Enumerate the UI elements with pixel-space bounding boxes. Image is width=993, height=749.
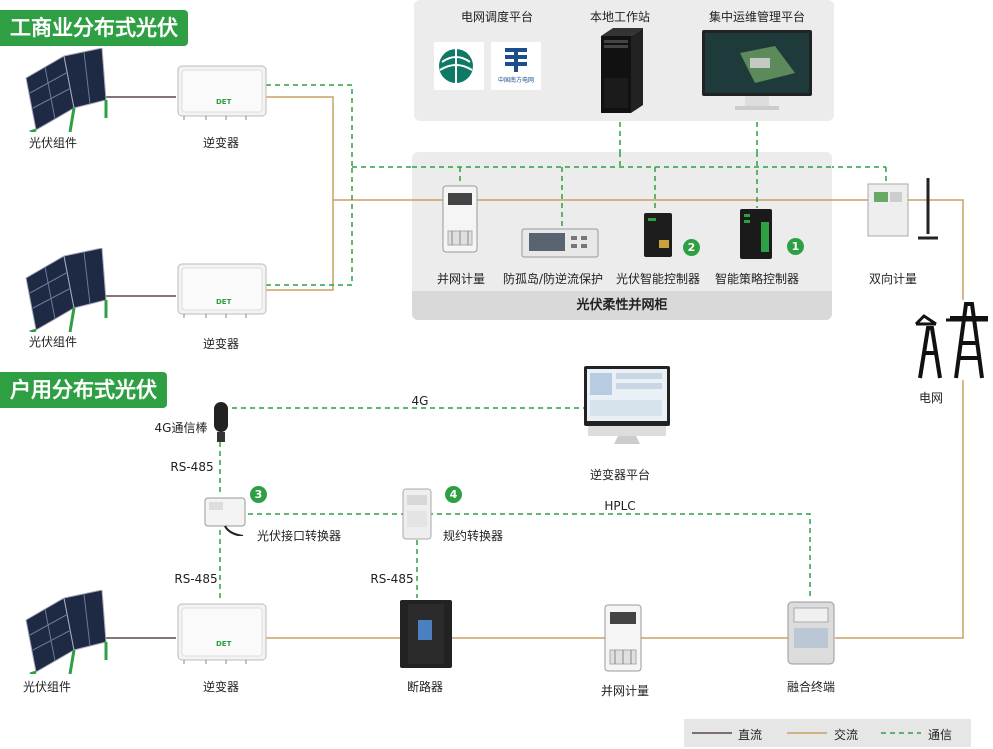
legend-ac: 交流: [834, 728, 859, 742]
inverter-brand: DET: [216, 98, 232, 106]
inverter-icon: DET: [176, 260, 268, 320]
dc-lines: [106, 96, 176, 639]
grid-label: 电网: [918, 391, 944, 405]
grid-meter-icon: [442, 185, 478, 253]
link-4g-label: 4G: [411, 394, 429, 408]
fusion-terminal-icon: [786, 600, 836, 666]
anti-island-label: 防孤岛/防逆流保护: [502, 272, 604, 286]
residential-inverter-label: 逆变器: [202, 680, 240, 694]
inverter-icon: DET: [176, 600, 268, 666]
anti-island-protector-icon: [521, 228, 599, 258]
legend: 直流 交流 通信: [684, 719, 971, 747]
rs485-a-label: RS-485: [170, 460, 214, 474]
ac-line-inv1: [266, 96, 334, 200]
residential-pv-label: 光伏组件: [22, 680, 72, 694]
breaker-label: 断路器: [406, 680, 444, 694]
pv-panel-icon: [18, 247, 108, 334]
inverter-icon: DET: [176, 62, 268, 122]
residential-section-title: 户用分布式光伏: [0, 372, 167, 408]
workstation-tower: [593, 28, 643, 113]
pv-converter-label: 光伏接口转换器: [257, 529, 342, 543]
antenna-label: 4G通信棒: [154, 421, 208, 435]
badge-1: 1: [787, 238, 804, 255]
inverter-platform-label: 逆变器平台: [589, 468, 651, 482]
ac-line-inv2: [266, 200, 334, 291]
pv-controller-icon: [643, 212, 673, 258]
cabinet-title: 光伏柔性并网柜: [412, 291, 832, 320]
comm-inv2: [266, 167, 353, 286]
strategy-controller-icon: [739, 208, 773, 260]
grid-dispatch-label: 电网调度平台: [460, 10, 534, 24]
rs485-b-label: RS-485: [174, 572, 218, 586]
inverter2-label: 逆变器: [202, 337, 240, 351]
inverter-brand: DET: [216, 298, 232, 306]
pv-panel-icon: [18, 589, 108, 676]
badge-4: 4: [445, 486, 462, 503]
pv-controller-label: 光伏智能控制器: [615, 272, 701, 286]
4g-antenna-icon: [210, 402, 232, 442]
cabinet-grid-meter-label: 并网计量: [436, 272, 486, 286]
badge-3: 3: [250, 486, 267, 503]
ops-monitor: [700, 28, 814, 113]
inverter1-label: 逆变器: [202, 136, 240, 150]
rs485-c-label: RS-485: [370, 572, 414, 586]
badge-2: 2: [683, 239, 700, 256]
ac-line-to-grid: [903, 199, 964, 300]
comm-inv1: [266, 84, 353, 167]
bidirectional-meter-label: 双向计量: [868, 272, 918, 286]
circuit-breaker-icon: [398, 598, 454, 670]
pv-panel-icon: [18, 47, 108, 134]
pv2-label: 光伏组件: [28, 335, 78, 349]
legend-dc: 直流: [738, 728, 763, 742]
ac-line-grid-to-residential: [835, 380, 964, 639]
state-grid-logo: [434, 42, 484, 90]
commercial-section-title: 工商业分布式光伏: [0, 10, 188, 46]
fusion-terminal-label: 融合终端: [786, 680, 836, 694]
southern-grid-logo-text: 中国南方电网: [497, 77, 534, 84]
pv-interface-converter-icon: [203, 496, 247, 537]
residential-grid-meter-label: 并网计量: [600, 684, 650, 698]
transmission-tower-icon: [910, 298, 993, 380]
legend-comm: 通信: [928, 728, 953, 742]
inverter-brand: DET: [216, 640, 232, 648]
bidirectional-meter-icon: [866, 176, 942, 244]
inverter-platform-monitor: [582, 364, 672, 446]
local-workstation-label: 本地工作站: [589, 10, 651, 24]
protocol-converter-icon: [401, 487, 433, 541]
comm-hplc: [248, 513, 811, 600]
protocol-converter-label: 规约转换器: [443, 529, 504, 543]
southern-grid-logo: 中国南方电网: [491, 42, 541, 90]
strategy-controller-label: 智能策略控制器: [714, 272, 800, 286]
pv1-label: 光伏组件: [28, 136, 78, 150]
residential-grid-meter-icon: [604, 604, 642, 672]
hplc-label: HPLC: [604, 499, 636, 513]
ops-platform-label: 集中运维管理平台: [708, 10, 806, 24]
